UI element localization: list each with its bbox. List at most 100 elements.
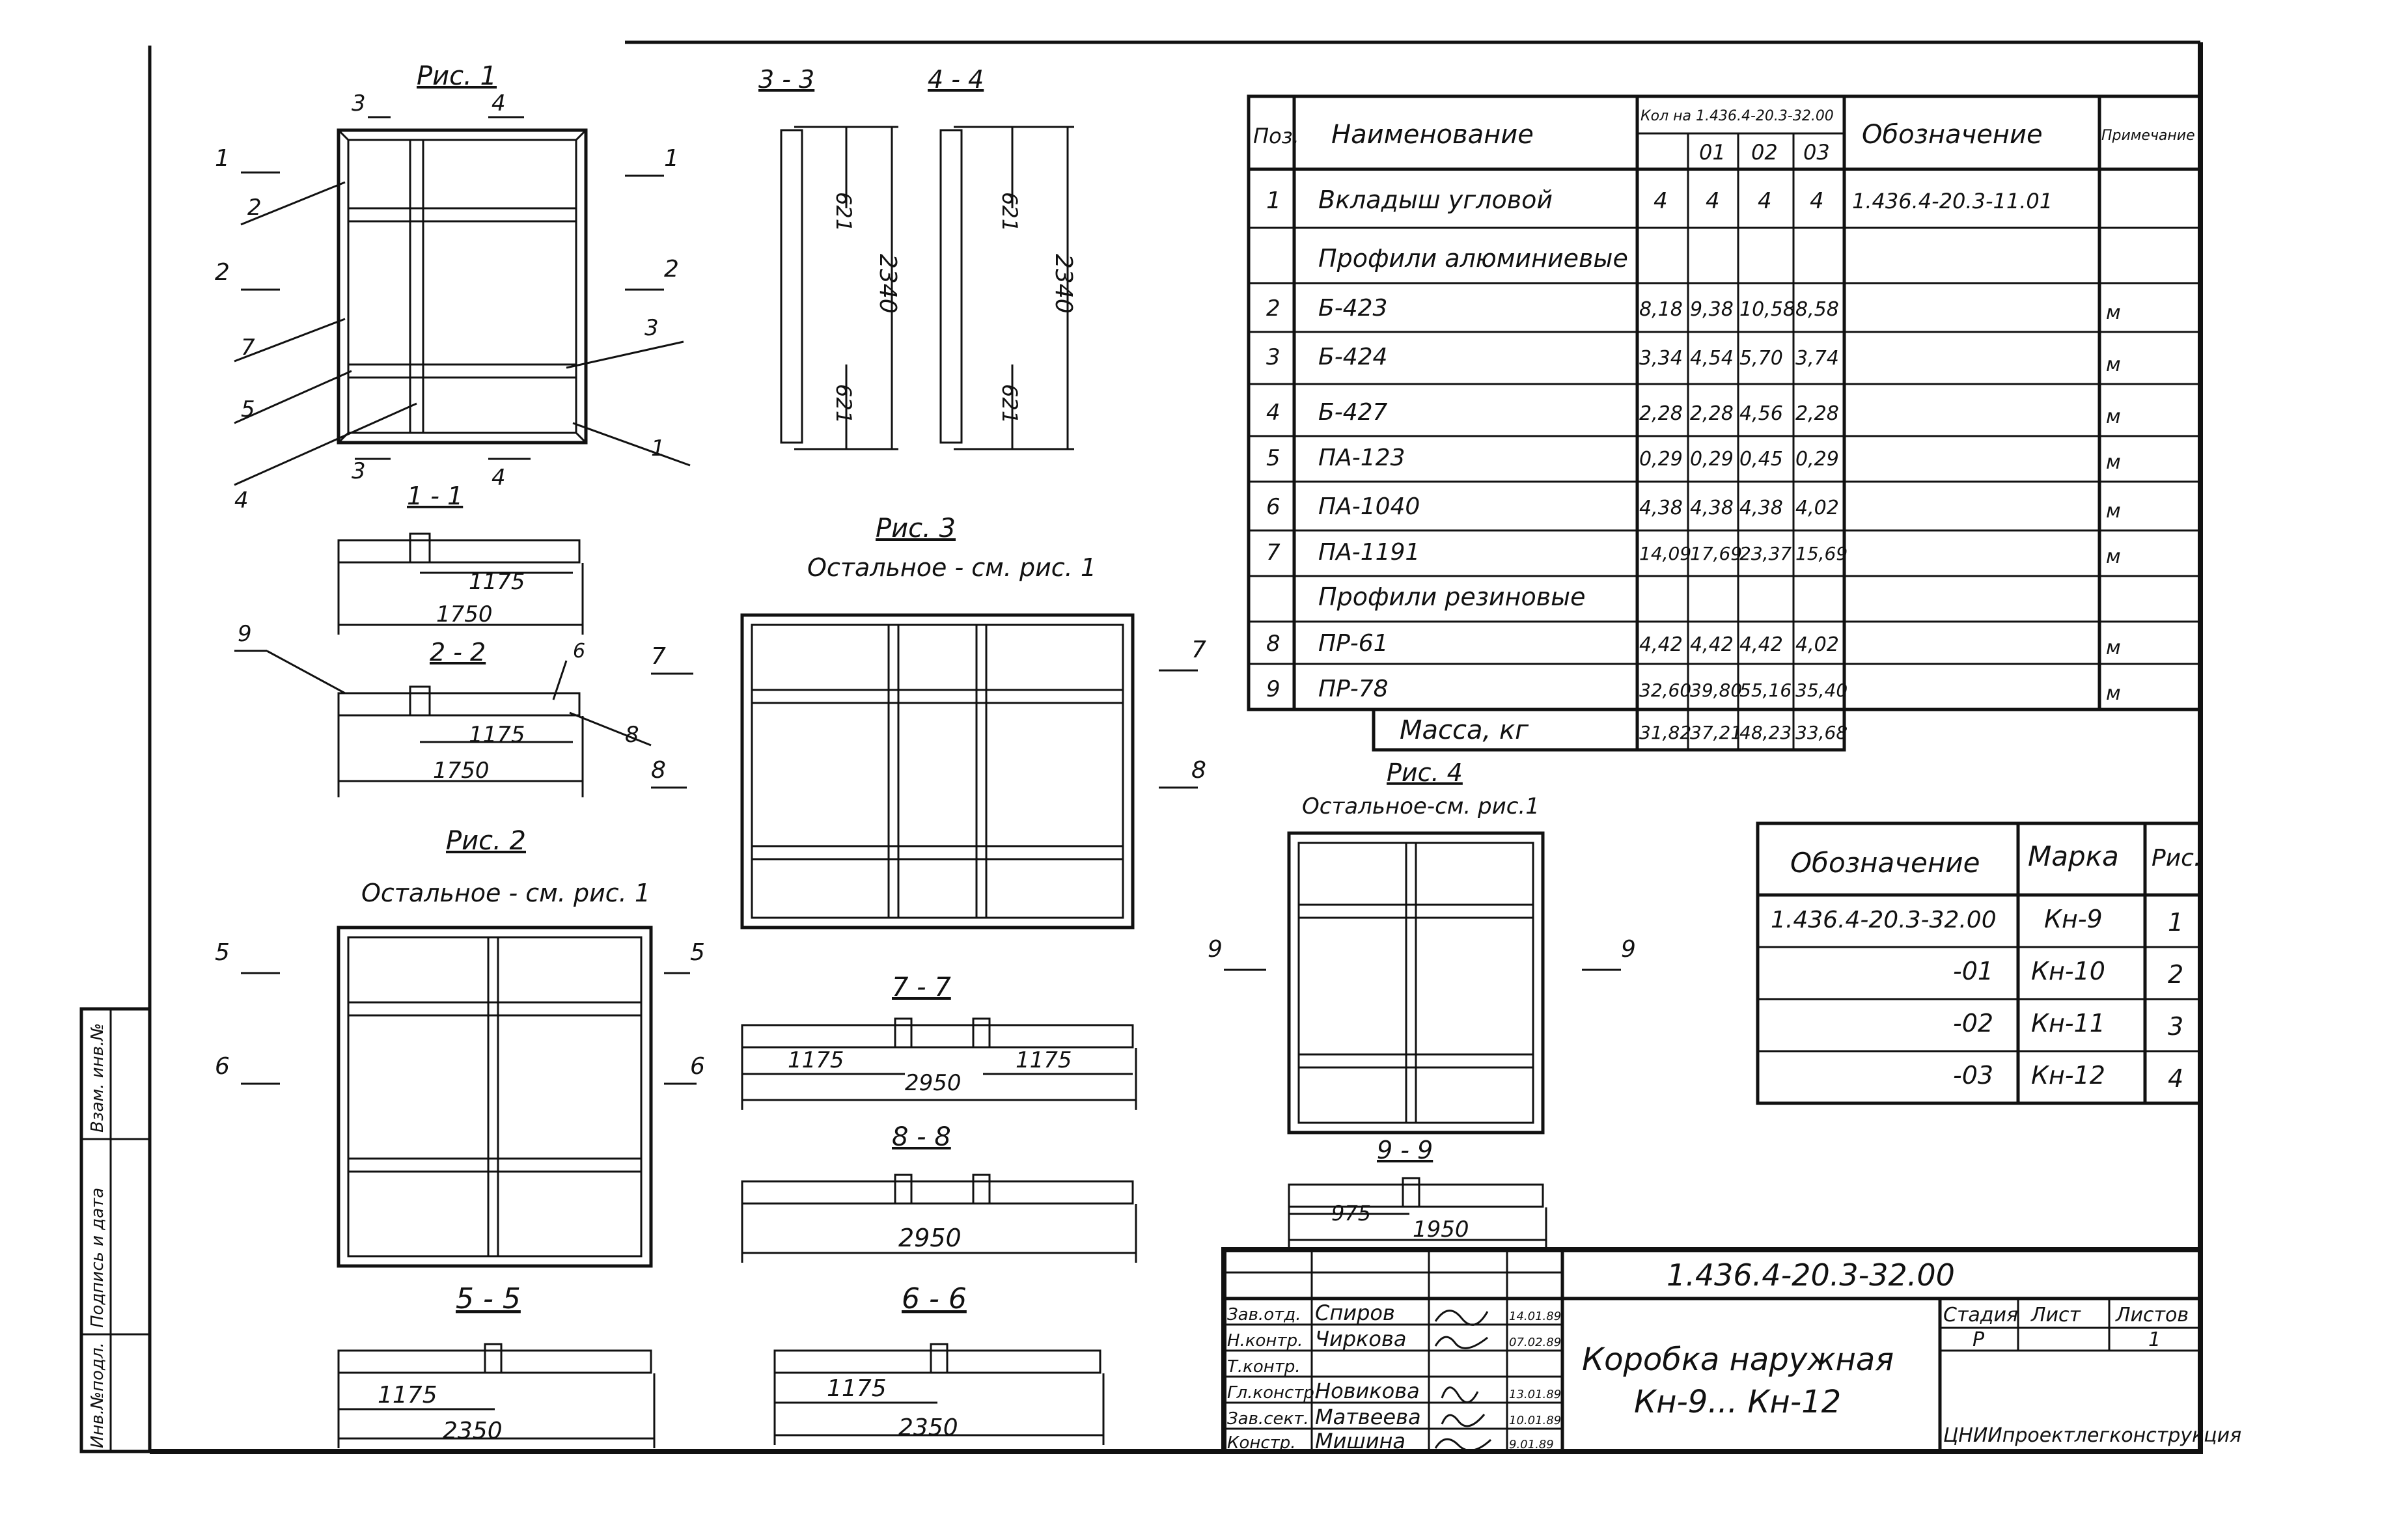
spec-row-5-note: м: [2106, 451, 2121, 474]
figure-2-note: Остальное - см. рис. 1: [361, 879, 650, 907]
section-5-5-label: 5 - 5: [456, 1282, 521, 1315]
marks-row-2-mark: Кн-10: [2031, 957, 2105, 985]
cut-mark-1-left: 1: [215, 145, 230, 172]
position-4: 4: [234, 488, 249, 514]
spec-row-3-q3: 3,74: [1795, 347, 1839, 370]
section-8-8-label: 8 - 8: [892, 1122, 951, 1152]
title-block-sheets-value: 1: [2148, 1328, 2161, 1351]
spec-row-8-note: м: [2106, 637, 2121, 659]
signature-mark-2: [1434, 1336, 1488, 1349]
spec-row-3-name: Б-424: [1318, 344, 1387, 370]
cut-mark-6-left: 6: [215, 1053, 230, 1080]
section-2-2-dim-2: 1750: [433, 758, 490, 784]
spec-row-9-pos: 9: [1266, 676, 1281, 702]
signature-role-3: Т.контр.: [1227, 1357, 1301, 1377]
spec-row-4-q2: 4,56: [1739, 402, 1783, 425]
section-1-1: 1 - 1 1175 1750: [337, 482, 584, 635]
spec-row-7-q0: 14,09: [1639, 543, 1691, 564]
cut-mark-8-right: 8: [1191, 757, 1206, 784]
spec-row-5-q3: 0,29: [1795, 448, 1839, 471]
spec-row-5-name: ПА-123: [1318, 445, 1405, 471]
signature-mark-6: [1434, 1438, 1492, 1451]
signature-mark-4: [1441, 1386, 1479, 1403]
cut-mark-2-left: 2: [215, 259, 230, 286]
spec-row-6-note: м: [2106, 500, 2121, 523]
section-3-3-label: 3 - 3: [758, 65, 814, 94]
cut-mark-4-bottom: 4: [491, 465, 506, 491]
section-9-9-dim-1: 975: [1331, 1201, 1371, 1226]
signature-date-1: 14.01.89: [1509, 1310, 1561, 1323]
spec-row-9-q1: 39,80: [1690, 680, 1742, 701]
section-9-9: 9 - 9 975 1950: [1288, 1136, 1547, 1250]
spec-row-1-q1: 4: [1706, 188, 1720, 214]
spec-row-1-pos: 1: [1266, 187, 1281, 214]
spec-row-7-q3: 15,69: [1795, 543, 1848, 564]
spec-mass-q3: 33,68: [1795, 722, 1848, 743]
signature-role-2: Н.контр.: [1227, 1331, 1303, 1351]
section-7-7-label: 7 - 7: [892, 972, 951, 1002]
position-2: 2: [247, 195, 262, 221]
signature-name-5: Матвеева: [1315, 1405, 1421, 1429]
marks-row-4-designation: -03: [1953, 1061, 1993, 1090]
marks-header-fig: Рис.: [2152, 845, 2201, 872]
spec-row-2-pos: 2: [1266, 296, 1281, 322]
spec-row-2-q2: 10,58: [1739, 298, 1795, 321]
figure-1-title: Рис. 1: [417, 61, 497, 91]
spec-header-02: 02: [1751, 140, 1778, 165]
spec-row-4-q0: 2,28: [1639, 402, 1683, 425]
spec-row-7-note: м: [2106, 545, 2121, 568]
spec-row-8-q2: 4,42: [1739, 633, 1783, 656]
signature-name-2: Чиркова: [1315, 1327, 1406, 1351]
marks-row-1-mark: Кн-9: [2044, 905, 2103, 933]
spec-row-8-q1: 4,42: [1690, 633, 1734, 656]
section-9-9-dim-2: 1950: [1413, 1217, 1469, 1243]
figure-4-note: Остальное-см. рис.1: [1302, 793, 1540, 819]
marks-row-4-fig: 4: [2168, 1064, 2183, 1093]
spec-group-aluminium: Профили алюминиевые: [1318, 244, 1628, 273]
section-4-4-dim-2: 2340: [1050, 254, 1077, 314]
section-7-7-dim-1: 1175: [788, 1047, 844, 1073]
spec-row-6-q3: 4,02: [1795, 497, 1839, 519]
signature-role-6: Констр.: [1227, 1433, 1296, 1453]
spec-row-5-q1: 0,29: [1690, 448, 1734, 471]
section-6-6: 6 - 6 1175 2350: [773, 1282, 1105, 1445]
spec-row-1-designation: 1.436.4-20.3-11.01: [1852, 189, 2053, 213]
marks-row-3-designation: -02: [1953, 1009, 1993, 1038]
section-4-4-dim-1: 621: [997, 192, 1022, 232]
signature-name-1: Спиров: [1315, 1300, 1395, 1325]
section-4-4: 4 - 4 621 2340 621: [928, 65, 1077, 450]
cut-mark-4-top: 4: [491, 90, 506, 117]
marks-row-1-fig: 1: [2168, 908, 2183, 937]
spec-row-6-q1: 4,38: [1690, 497, 1734, 519]
spec-row-1-q0: 4: [1654, 188, 1668, 214]
section-2-2-dim-1: 1175: [469, 722, 525, 748]
spec-row-8-q3: 4,02: [1795, 633, 1839, 656]
marks-row-2-fig: 2: [2168, 960, 2183, 989]
marks-header-designation: Обозначение: [1790, 847, 1980, 879]
figure-1: Рис. 1 3 4 3 4 1 1 2 2 2 7 5: [215, 61, 691, 514]
marks-row-3-fig: 3: [2168, 1012, 2183, 1041]
spec-row-2-q3: 8,58: [1795, 298, 1839, 321]
spec-row-7-name: ПА-1191: [1318, 539, 1420, 566]
spec-header-03: 03: [1803, 140, 1830, 165]
cut-mark-6-right: 6: [690, 1053, 705, 1080]
spec-row-5-q0: 0,29: [1639, 448, 1683, 471]
section-3-3: 3 - 3 621 2340 621: [758, 65, 901, 450]
spec-row-2-q0: 8,18: [1639, 298, 1683, 321]
spec-row-4-q3: 2,28: [1795, 402, 1839, 425]
spec-row-9-q2: 55,16: [1739, 680, 1792, 701]
section-9-9-label: 9 - 9: [1377, 1136, 1433, 1164]
spec-row-8-pos: 8: [1266, 631, 1281, 657]
spec-mass-label: Масса, кг: [1400, 715, 1529, 745]
section-3-3-dim-3: 621: [831, 384, 856, 424]
section-3-3-dim-2: 2340: [874, 254, 901, 314]
sheet-frame: [148, 40, 2203, 1454]
spec-row-3-note: м: [2106, 353, 2121, 376]
signature-role-4: Гл.констр.: [1227, 1383, 1320, 1403]
section-6-6-label: 6 - 6: [902, 1282, 967, 1315]
spec-row-5-pos: 5: [1266, 445, 1281, 471]
section-3-3-dim-1: 621: [831, 192, 856, 232]
marks-row-2-designation: -01: [1953, 957, 1993, 985]
section-6-6-dim-1: 1175: [827, 1375, 887, 1402]
